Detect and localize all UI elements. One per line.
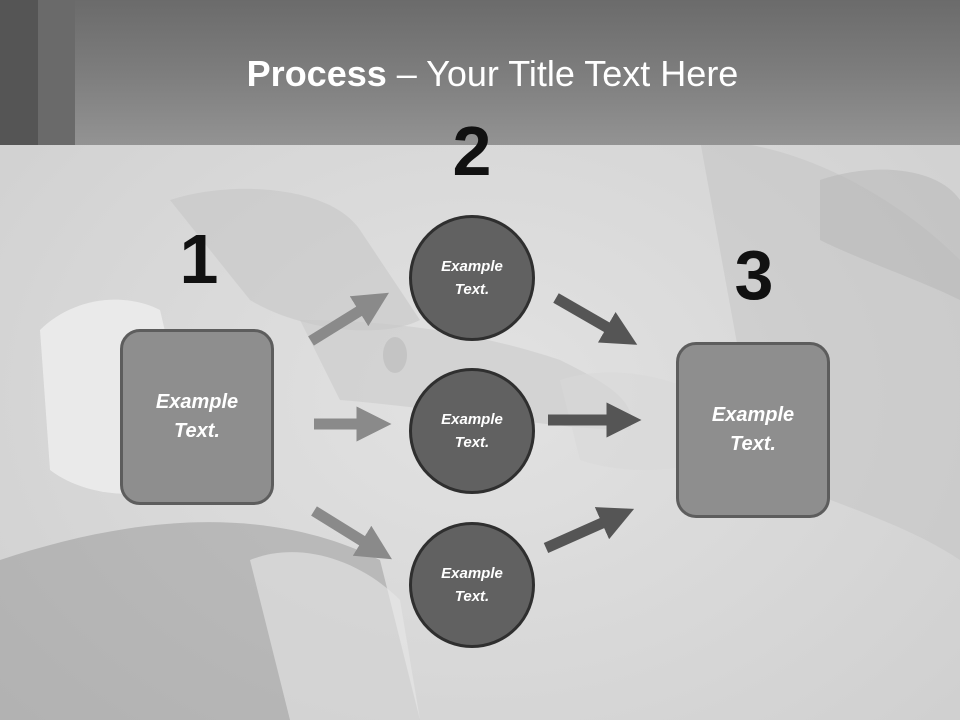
step-3-box: Example Text. xyxy=(676,342,830,518)
step-number-3: 3 xyxy=(734,236,774,314)
step-3-text: Example Text. xyxy=(711,404,795,455)
step-2-text-top: Example Text. xyxy=(441,258,503,298)
title-rest: – Your Title Text Here xyxy=(386,53,739,94)
step-2-circle-top: Example Text. xyxy=(409,215,535,341)
step-1-box: Example Text. xyxy=(120,329,274,505)
accent-strip xyxy=(0,0,38,145)
slide-title: Process – Your Title Text Here xyxy=(75,52,910,96)
step-2-circle-middle: Example Text. xyxy=(409,368,535,494)
arrow-1-to-top xyxy=(308,292,389,346)
arrow-bottom-to-3 xyxy=(543,507,635,554)
step-number-2: 2 xyxy=(452,112,492,190)
step-2-text-bottom: Example Text. xyxy=(441,565,503,605)
arrow-top-to-3 xyxy=(553,293,638,345)
step-2-text-middle: Example Text. xyxy=(441,411,503,451)
step-1-text: Example Text. xyxy=(155,391,239,442)
title-bar xyxy=(0,0,960,145)
step-number-1: 1 xyxy=(179,220,219,298)
title-bold: Process xyxy=(246,53,387,94)
accent-strip-secondary xyxy=(38,0,75,145)
arrow-1-to-bottom xyxy=(311,506,392,560)
step-2-circle-bottom: Example Text. xyxy=(409,522,535,648)
